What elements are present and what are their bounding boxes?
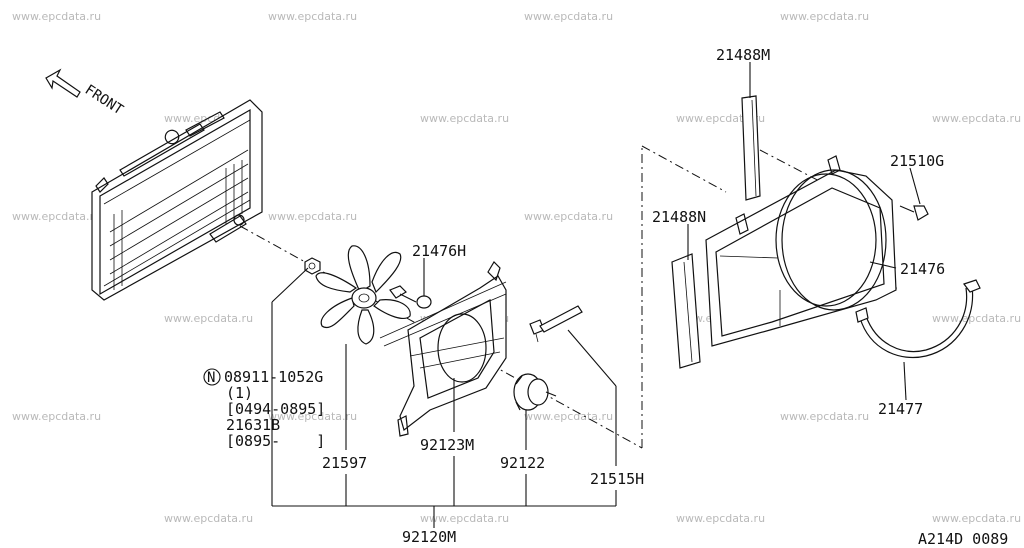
watermark: www.epcdata.ru — [268, 210, 357, 223]
watermark: www.epcdata.ru — [932, 512, 1021, 525]
fan-part — [315, 245, 411, 345]
label-nut-date: [0494-0895] — [226, 400, 325, 418]
seal-part-21488n — [671, 253, 701, 369]
watermark: www.epcdata.ru — [932, 312, 1021, 325]
circled-n-icon — [203, 368, 221, 386]
watermark: www.epcdata.ru — [12, 210, 101, 223]
fan-motor-part — [513, 373, 557, 411]
watermark: www.epcdata.ru — [164, 512, 253, 525]
label-21488n: 21488N — [652, 208, 706, 226]
label-nut-alt: 21631B — [226, 416, 280, 434]
front-label: FRONT — [82, 82, 127, 119]
label-21488m: 21488M — [716, 46, 770, 64]
label-21476: 21476 — [900, 260, 945, 278]
radiator — [91, 99, 263, 301]
label-92122: 92122 — [500, 454, 545, 472]
watermark: www.epcdata.ru — [676, 512, 765, 525]
nut-part — [304, 257, 321, 275]
fan-shroud-part — [705, 155, 897, 347]
label-21597: 21597 — [322, 454, 367, 472]
nut-callout: N 08911-1052G (1) [0494-0895] 21631B [08… — [203, 368, 325, 450]
label-21477: 21477 — [878, 400, 923, 418]
watermark: www.epcdata.ru — [524, 10, 613, 23]
watermark: www.epcdata.ru — [420, 512, 509, 525]
label-21476h: 21476H — [412, 242, 466, 260]
axis-line — [641, 145, 727, 193]
watermark: www.epcdata.ru — [268, 410, 357, 423]
label-21510g: 21510G — [890, 152, 944, 170]
bolt-part-21510g — [899, 205, 929, 221]
watermark: www.epcdata.ru — [524, 210, 613, 223]
watermark: www.epcdata.ru — [164, 312, 253, 325]
label-nut-qty: (1) — [226, 384, 253, 402]
watermark: www.epcdata.ru — [932, 112, 1021, 125]
label-92120m: 92120M — [402, 528, 456, 546]
label-nut-code: 08911-1052G — [224, 368, 323, 386]
leader-lines — [271, 62, 921, 528]
diagram-id: A214D 0089 — [918, 530, 1008, 548]
watermark: www.epcdata.ru — [268, 10, 357, 23]
clamp-band-part — [855, 279, 981, 359]
watermark: www.epcdata.ru — [12, 410, 101, 423]
watermark: www.epcdata.ru — [780, 10, 869, 23]
watermark: www.epcdata.ru — [524, 410, 613, 423]
watermark: www.epcdata.ru — [420, 112, 509, 125]
radiator-core-mesh — [109, 149, 249, 290]
motor-bracket-part — [379, 261, 507, 437]
circled-n-letter: N — [207, 370, 215, 386]
label-nut-alt-date: [0895- ] — [226, 432, 325, 450]
connector-part — [529, 305, 583, 343]
front-arrow-icon — [45, 68, 81, 98]
seal-part-21488m — [741, 95, 761, 201]
watermark: www.epcdata.ru — [780, 410, 869, 423]
label-21515h: 21515H — [590, 470, 644, 488]
watermark: www.epcdata.ru — [12, 10, 101, 23]
label-92123m: 92123M — [420, 436, 474, 454]
